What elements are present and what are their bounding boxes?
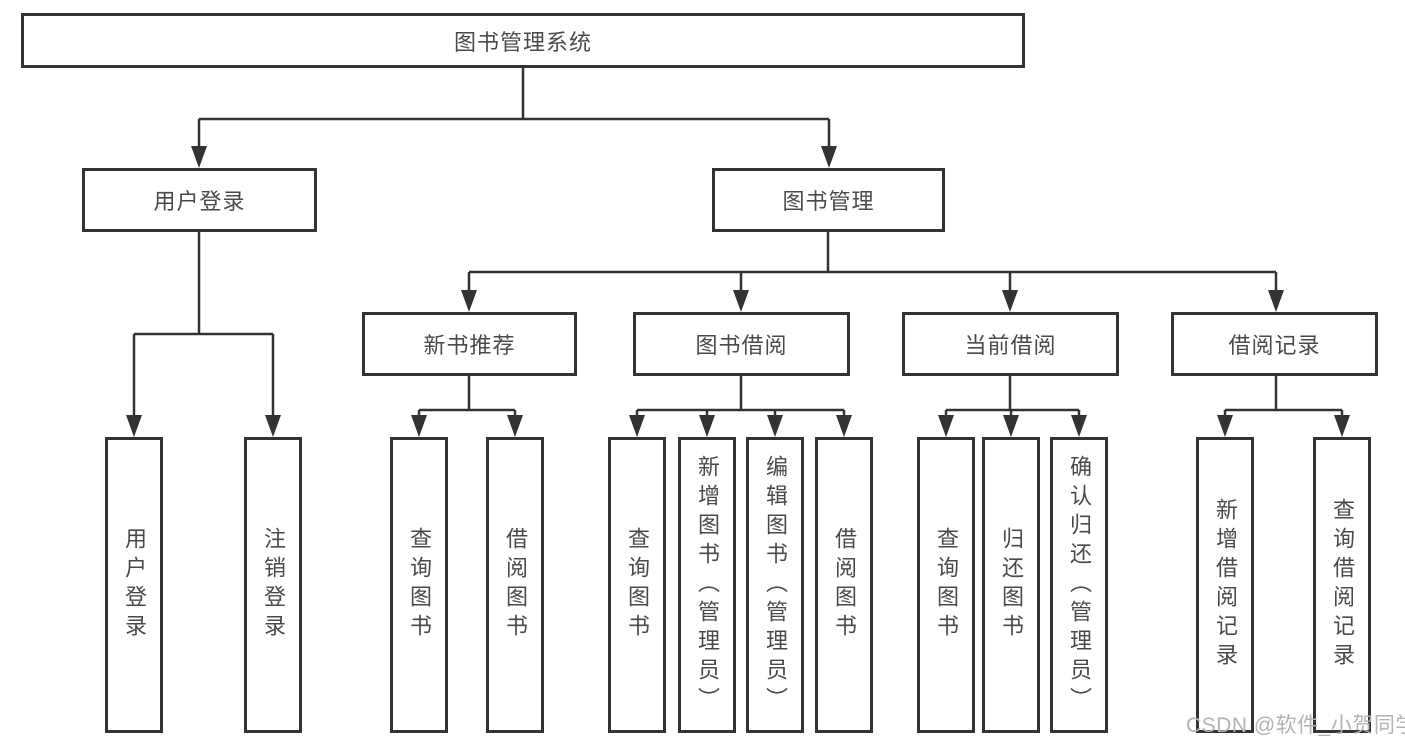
arrowhead <box>767 415 783 437</box>
node-leaf-query-books-borrowing: 查询图书 <box>608 437 666 733</box>
arrowhead <box>461 290 477 312</box>
node-leaf-add-books-admin: 新增图书（管理员） <box>678 437 736 733</box>
arrowhead <box>1071 415 1087 437</box>
leaf-label: 查询图书 <box>934 527 959 643</box>
arrowhead <box>1002 290 1018 312</box>
arrowhead <box>1334 415 1350 437</box>
leaf-label: 新增图书（管理员） <box>695 454 720 716</box>
node-new-book-recommend: 新书推荐 <box>362 312 577 376</box>
leaf-label: 查询借阅记录 <box>1330 498 1355 672</box>
arrowhead <box>629 415 645 437</box>
node-leaf-borrow-books-recommend: 借阅图书 <box>486 437 544 733</box>
connector-book-management-to-level3 <box>467 232 1278 292</box>
leaf-label: 注销登录 <box>261 527 286 643</box>
arrowhead <box>938 415 954 437</box>
arrowhead <box>821 146 837 168</box>
connector-root-to-level2 <box>197 68 831 148</box>
arrowhead <box>836 415 852 437</box>
node-leaf-add-borrow-record: 新增借阅记录 <box>1196 437 1254 733</box>
arrowhead <box>699 415 715 437</box>
leaf-label: 归还图书 <box>999 527 1024 643</box>
node-book-borrowing: 图书借阅 <box>633 312 850 376</box>
arrowhead <box>411 415 427 437</box>
arrowhead <box>265 415 281 437</box>
node-leaf-confirm-return-admin: 确认归还（管理员） <box>1050 437 1108 733</box>
node-leaf-logout: 注销登录 <box>244 437 302 733</box>
leaf-label: 查询图书 <box>625 527 650 643</box>
leaf-label: 确认归还（管理员） <box>1067 454 1092 716</box>
node-leaf-borrow-books-borrowing: 借阅图书 <box>815 437 873 733</box>
node-current-borrowing: 当前借阅 <box>902 312 1119 376</box>
connector-user-login-to-leaves <box>132 232 275 417</box>
node-borrowing-records: 借阅记录 <box>1171 312 1378 376</box>
leaf-label: 新增借阅记录 <box>1213 498 1238 672</box>
leaf-label: 查询图书 <box>407 527 432 643</box>
connector-borrowing-records-to-leaves <box>1223 376 1344 417</box>
arrowhead <box>1268 290 1284 312</box>
csdn-watermark: CSDN @软件_小贺同学 <box>1186 714 1405 737</box>
node-user-login: 用户登录 <box>82 168 317 232</box>
node-leaf-query-borrow-record: 查询借阅记录 <box>1313 437 1371 733</box>
arrowhead <box>733 290 749 312</box>
arrowhead <box>126 415 142 437</box>
leaf-label: 借阅图书 <box>503 527 528 643</box>
leaf-label: 用户登录 <box>122 527 147 643</box>
leaf-label: 编辑图书（管理员） <box>763 454 788 716</box>
connector-new-book-recommend-to-leaves <box>417 376 517 417</box>
connector-book-borrowing-to-leaves <box>635 376 846 417</box>
node-root: 图书管理系统 <box>21 13 1025 68</box>
arrowhead <box>1003 415 1019 437</box>
connector-current-borrowing-to-leaves <box>944 376 1081 417</box>
leaf-label: 借阅图书 <box>832 527 857 643</box>
node-leaf-query-books-recommend: 查询图书 <box>390 437 448 733</box>
node-leaf-return-books: 归还图书 <box>982 437 1040 733</box>
node-book-management: 图书管理 <box>712 168 945 232</box>
node-leaf-query-books-current: 查询图书 <box>917 437 975 733</box>
node-leaf-user-login: 用户登录 <box>105 437 163 733</box>
node-leaf-edit-books-admin: 编辑图书（管理员） <box>746 437 804 733</box>
arrowhead <box>1217 415 1233 437</box>
arrowhead <box>191 146 207 168</box>
arrowhead <box>507 415 523 437</box>
